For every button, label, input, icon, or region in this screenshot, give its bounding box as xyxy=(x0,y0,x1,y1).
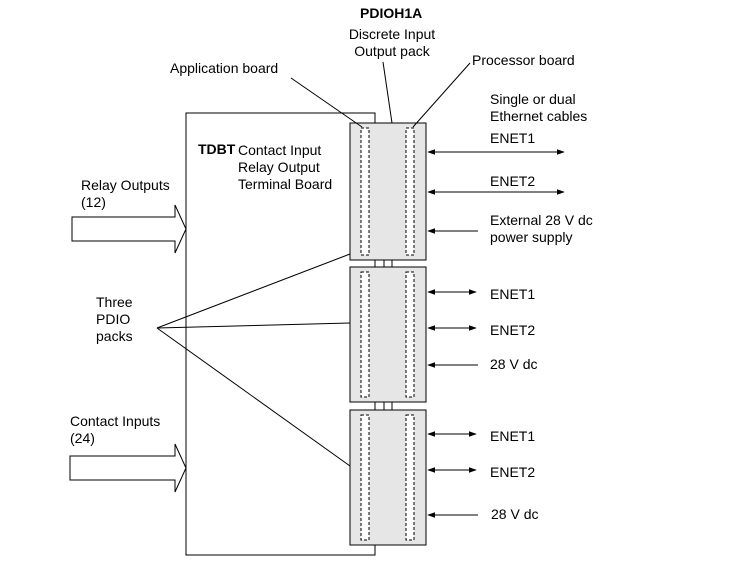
three-packs-leader xyxy=(156,253,351,329)
pack-leader xyxy=(382,61,393,124)
three-packs-leader xyxy=(156,322,351,329)
ethernet-cables-line: Single or dual xyxy=(490,91,576,107)
pack-connector xyxy=(383,401,393,411)
application-board-leader xyxy=(290,77,363,128)
contact-inputs-arrow xyxy=(69,443,187,493)
relay-outputs-label: Relay Outputs (12) xyxy=(81,177,170,211)
three-packs-line: packs xyxy=(96,328,133,344)
pack1-power-line: power supply xyxy=(490,229,573,245)
three-packs-leader xyxy=(156,327,351,467)
terminal-board-line: Terminal Board xyxy=(238,176,333,192)
terminal-board-line: Relay Output xyxy=(238,159,320,175)
pack1-enet2-label: ENET2 xyxy=(490,173,536,189)
terminal-board-line: Contact Input xyxy=(238,142,322,158)
title-label: PDIOH1A xyxy=(360,5,423,21)
relay-outputs-arrow xyxy=(71,204,187,254)
pack2-enet2-label: ENET2 xyxy=(490,322,536,338)
pack3-enet2-label: ENET2 xyxy=(490,464,536,480)
processor-board-slot xyxy=(405,414,415,541)
terminal-board-code: TDBT xyxy=(198,141,236,157)
ethernet-cables-label: Single or dual Ethernet cables xyxy=(490,91,587,125)
relay-outputs-line: (12) xyxy=(81,194,106,210)
pack3-enet1-label: ENET1 xyxy=(490,428,536,444)
processor-board-leader xyxy=(412,62,471,128)
pack-label-line: Output pack xyxy=(354,43,430,59)
relay-outputs-line: Relay Outputs xyxy=(81,177,170,193)
processor-board-label: Processor board xyxy=(472,52,575,68)
pack2-power-label: 28 V dc xyxy=(490,356,538,372)
pdio-pack-1 xyxy=(349,122,427,261)
ethernet-cables-line: Ethernet cables xyxy=(490,108,588,124)
three-packs-line: PDIO xyxy=(96,311,131,327)
pack1-enet1-label: ENET1 xyxy=(490,130,536,146)
processor-board-slot xyxy=(405,271,415,398)
application-board-slot xyxy=(360,414,370,541)
contact-inputs-line: Contact Inputs xyxy=(70,413,161,429)
pack3-power-label: 28 V dc xyxy=(491,506,539,522)
terminal-board-label: Contact Input Relay Output Terminal Boar… xyxy=(238,142,332,193)
pack-label-line: Discrete Input xyxy=(348,26,436,42)
pack-label: Discrete Input Output pack xyxy=(342,26,442,60)
pack1-power-line: External 28 V dc xyxy=(490,212,593,228)
application-board-slot xyxy=(360,127,370,256)
pdio-pack-3 xyxy=(349,409,427,546)
processor-board-slot xyxy=(405,127,415,256)
pack2-enet1-label: ENET1 xyxy=(490,286,536,302)
contact-inputs-line: (24) xyxy=(70,430,95,446)
contact-inputs-label: Contact Inputs (24) xyxy=(70,413,160,447)
pack1-power-label: External 28 V dc power supply xyxy=(490,212,593,246)
pdio-pack-2 xyxy=(349,266,427,403)
terminal-board-outline xyxy=(185,112,376,556)
three-packs-line: Three xyxy=(96,294,133,310)
application-board-label: Application board xyxy=(170,60,279,76)
three-packs-label: Three PDIO packs xyxy=(96,294,133,345)
application-board-slot xyxy=(360,271,370,398)
